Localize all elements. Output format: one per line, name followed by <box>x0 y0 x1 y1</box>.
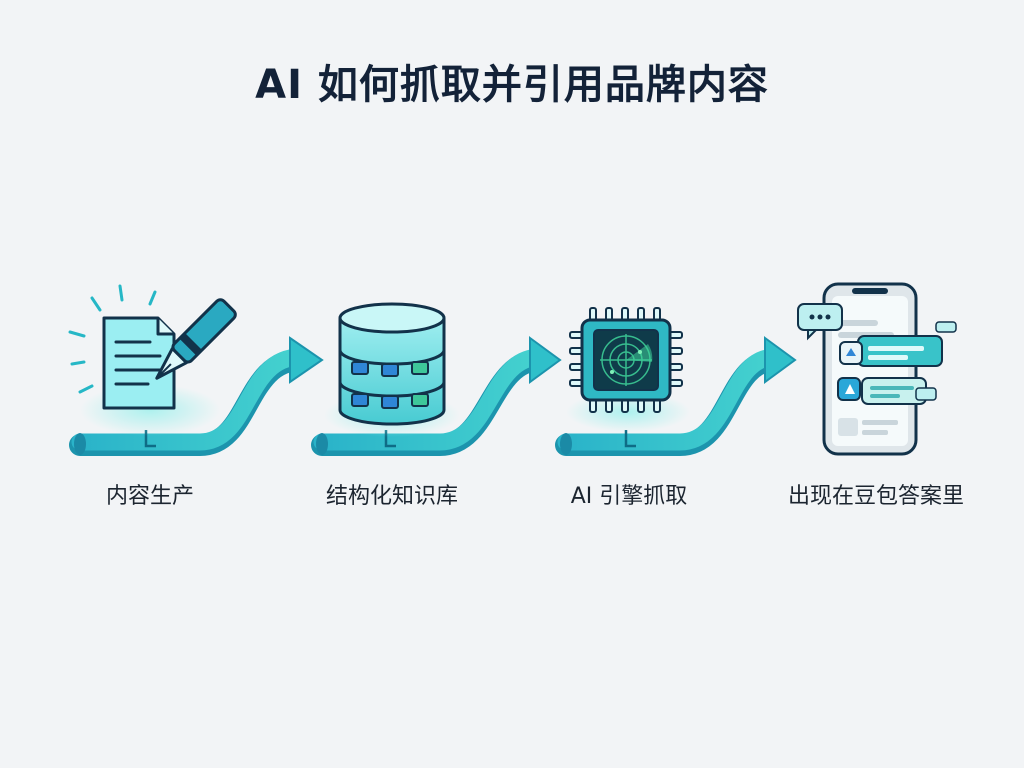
smartphone-chat-icon <box>797 282 957 456</box>
step-label-doubao-answer: 出现在豆包答案里 <box>787 484 964 509</box>
step-label-ai-crawling: AI 引擎抓取 <box>570 484 688 509</box>
step-label-content-production: 内容生产 <box>105 484 194 509</box>
ai-chip-radar-icon <box>566 307 690 432</box>
document-pen-icon <box>68 284 237 436</box>
step-label-knowledge-base: 结构化知识库 <box>325 484 458 509</box>
database-icon <box>324 302 460 437</box>
flow-arrow-1 <box>69 336 324 456</box>
flow-arrow-3 <box>555 336 797 456</box>
diagram-title: AI 如何抓取并引用品牌内容 <box>255 62 769 108</box>
flow-arrow-2 <box>311 336 562 456</box>
